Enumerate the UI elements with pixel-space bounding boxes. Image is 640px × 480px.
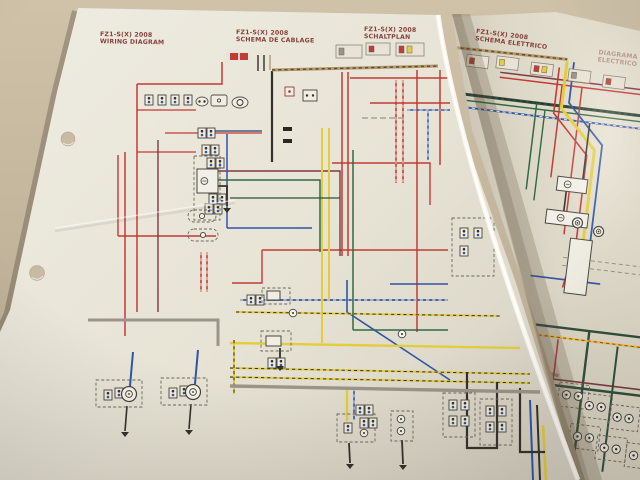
- photo-wiring-diagram-page: FZ1-S(X) 2008SCHEMA ELETTRICODIAGRAMAELE…: [0, 0, 640, 480]
- wiring-diagram-photo: FZ1-S(X) 2008SCHEMA ELETTRICODIAGRAMAELE…: [0, 0, 640, 480]
- photo-vignette: [0, 0, 640, 480]
